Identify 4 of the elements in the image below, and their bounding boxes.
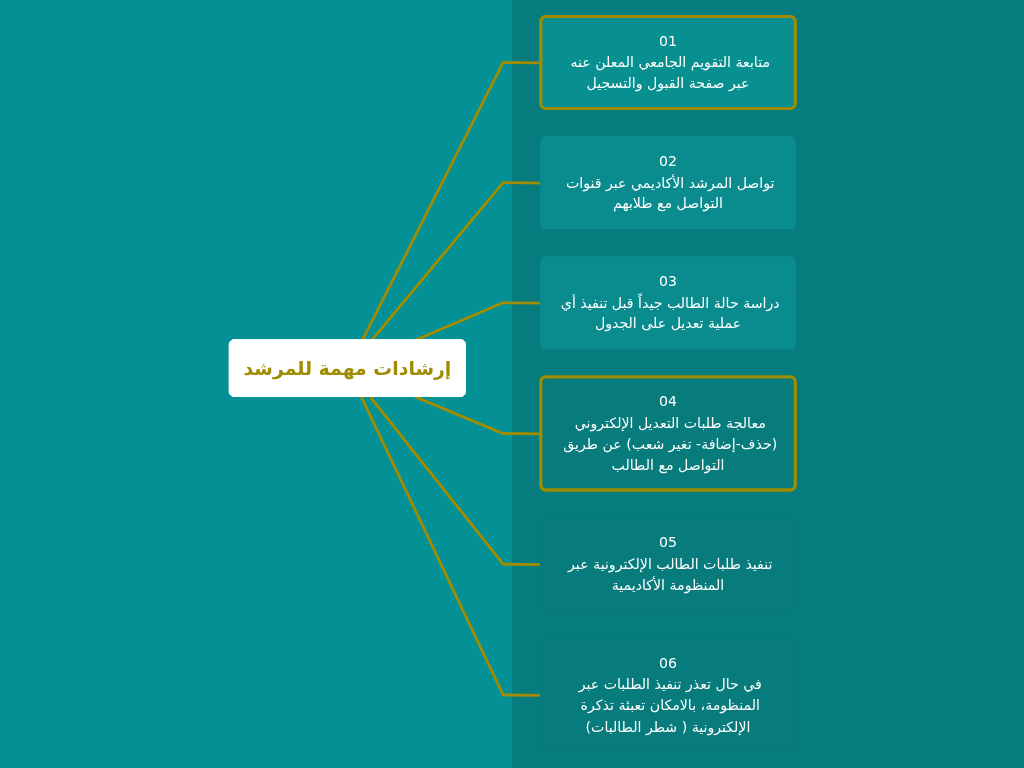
connector xyxy=(414,395,541,436)
connector xyxy=(359,396,541,697)
connector xyxy=(360,61,541,341)
connector xyxy=(368,395,541,567)
